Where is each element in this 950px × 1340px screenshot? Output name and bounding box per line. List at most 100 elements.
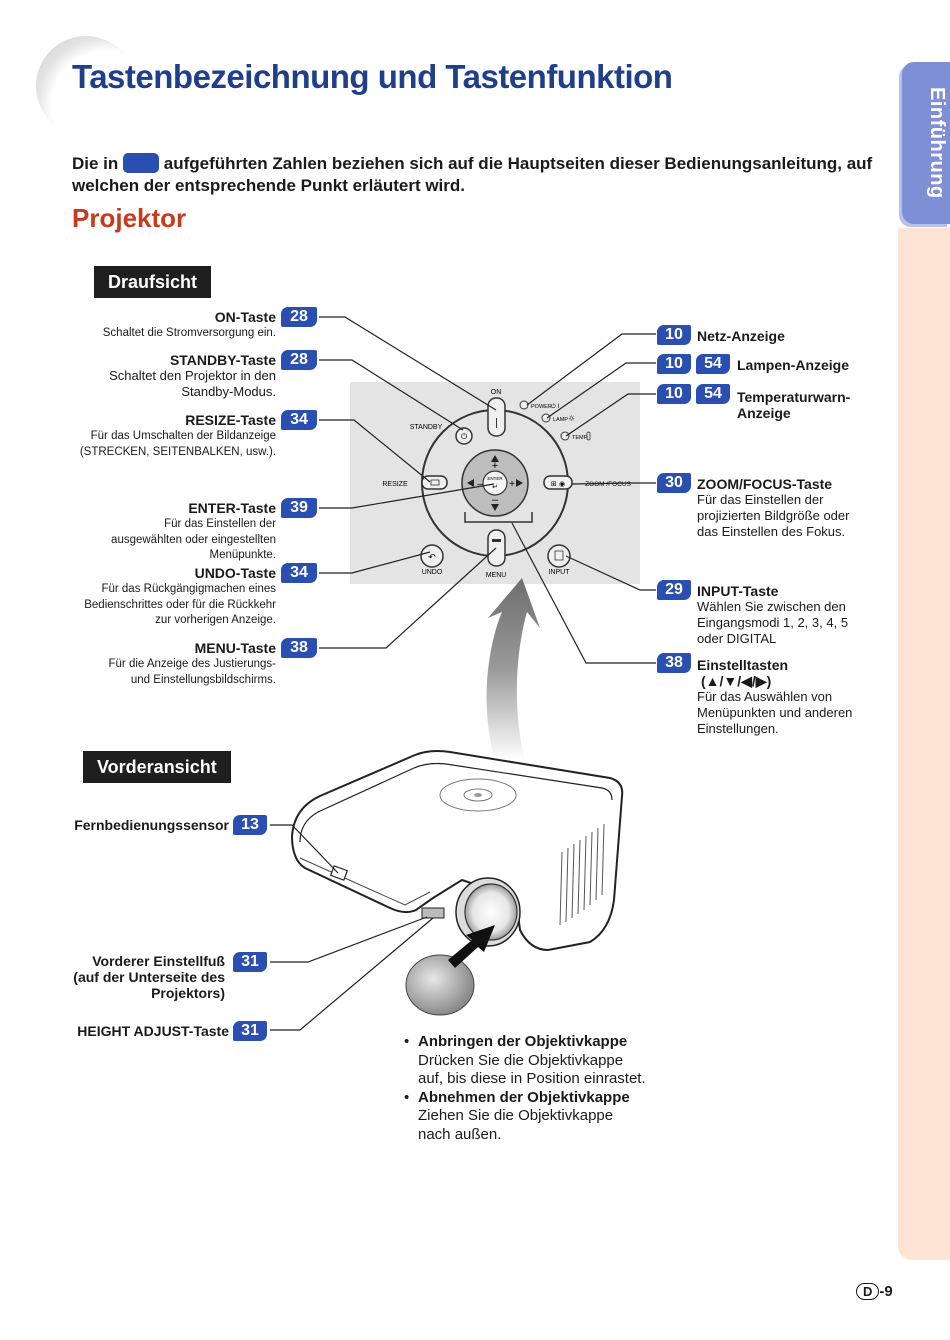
plus-top: +	[492, 460, 498, 472]
undo-icon: ↶	[428, 553, 436, 563]
zoom-focus-button	[543, 475, 573, 490]
undo-label: UNDO	[422, 569, 443, 576]
page-number-value: -9	[879, 1283, 893, 1300]
input-icon	[554, 550, 564, 561]
chapter-tab[interactable]	[902, 62, 950, 224]
standby-button	[455, 427, 473, 445]
temp-indicator-page-badge-2[interactable]: 54	[696, 384, 730, 404]
zoom-arrow-shape	[486, 578, 540, 760]
standby-key-page-badge[interactable]: 28	[281, 350, 317, 370]
lens-cap-instructions: • Anbringen der Objektivkappe Drücken Si…	[404, 1033, 704, 1144]
on-key-desc: Schaltet die Stromversorgung ein.	[102, 327, 276, 339]
menu-label: MENU	[486, 572, 507, 579]
side-strip	[898, 228, 950, 1260]
temp-label: TEMP.	[572, 435, 589, 441]
lamp-symbol: ☼	[568, 414, 575, 423]
adjust-bracket	[464, 512, 533, 523]
down-arrow-icon	[491, 504, 499, 511]
chapter-tab-label: Einführung	[926, 87, 948, 199]
lamp-label: LAMP	[553, 417, 568, 423]
menu-key-desc: Für die Anzeige des Justierungs- und Ein…	[108, 658, 276, 686]
zoom-focus-key-label: ZOOM/FOCUS-Taste	[697, 476, 833, 492]
adjust-keys-label: Einstelltasten (▲/▼/◀/▶)	[697, 657, 789, 689]
front-view-heading: Vorderansicht	[83, 751, 231, 783]
lamp-indicator-page-badge-1[interactable]: 10	[657, 354, 691, 374]
on-key-label: ON-Taste	[214, 309, 276, 325]
front-foot-page-badge[interactable]: 31	[233, 952, 267, 972]
resize-button	[421, 475, 448, 490]
input-label: INPUT	[549, 569, 571, 576]
resize-key-label: RESIZE-Taste	[185, 412, 276, 428]
input-key-page-badge[interactable]: 29	[657, 580, 691, 600]
resize-key-page-badge[interactable]: 34	[281, 410, 317, 430]
temp-indicator-icon	[560, 431, 570, 441]
standby-key-desc: Schaltet den Projektor in den Standby-Mo…	[109, 368, 276, 399]
standby-icon: ⏻	[461, 432, 468, 441]
on-button	[487, 397, 506, 437]
enter-button	[482, 470, 508, 496]
undo-key-page-badge[interactable]: 34	[281, 563, 317, 583]
page-title: Tastenbezeichnung und Tastenfunktion	[72, 58, 673, 95]
power-label: POWER	[531, 404, 552, 410]
lens-cap	[405, 954, 475, 1016]
enter-label: ENTER	[487, 476, 503, 481]
undo-key-desc: Für das Rückgängigmachen eines Bediensch…	[84, 583, 276, 626]
resize-key-desc: Für das Umschalten der Bildanzeige (STRE…	[79, 430, 276, 458]
page-number: D-9	[856, 1283, 893, 1300]
minus-bottom: –	[492, 494, 499, 506]
power-symbol: ⏻ I	[551, 403, 560, 410]
push-arrow-icon	[448, 925, 495, 968]
intro-part1: Die in	[72, 154, 119, 173]
on-label: ON	[491, 389, 502, 396]
page-reference-chip-icon	[123, 153, 160, 173]
title-swoosh-decoration	[36, 36, 136, 136]
leader-lines-left	[319, 316, 497, 649]
menu-button	[487, 529, 506, 567]
enter-key-label: ENTER-Taste	[188, 500, 276, 516]
menu-key-page-badge[interactable]: 38	[281, 638, 317, 658]
temp-indicator-page-badge-1[interactable]: 10	[657, 384, 691, 404]
top-view-heading: Draufsicht	[94, 266, 212, 298]
input-button	[547, 544, 571, 568]
standby-key-label: STANDBY-Taste	[169, 352, 276, 368]
lamp-indicator-page-badge-2[interactable]: 54	[696, 354, 730, 374]
temp-indicator-label: Temperaturwarn- Anzeige	[737, 389, 851, 421]
thermometer-icon	[586, 431, 591, 441]
plus-right: +	[509, 479, 515, 490]
zoom-focus-page-badge[interactable]: 30	[657, 473, 691, 493]
power-indicator-label: Netz-Anzeige	[697, 328, 785, 344]
enter-key-desc: Für das Einstellen der ausgewählten oder…	[111, 518, 276, 561]
adjust-keys-page-badge[interactable]: 38	[657, 653, 691, 673]
input-key-desc: Wählen Sie zwischen den Eingangsmodi 1, …	[697, 599, 849, 646]
undo-key-label: UNDO-Taste	[194, 565, 276, 581]
remote-sensor-page-badge[interactable]: 13	[233, 815, 267, 835]
undo-button	[420, 544, 444, 568]
lamp-indicator-label: Lampen-Anzeige	[737, 357, 850, 373]
section-heading: Projektor	[72, 203, 187, 233]
intro-part2: aufgeführten Zahlen beziehen sich auf di…	[72, 154, 873, 195]
power-indicator-page-badge[interactable]: 10	[657, 325, 691, 345]
bullet-attach-cap: • Anbringen der Objektivkappe Drücken Si…	[404, 1033, 646, 1087]
lamp-indicator-icon	[541, 413, 551, 423]
page-number-letter: D	[856, 1283, 880, 1300]
enter-key-page-badge[interactable]: 39	[281, 498, 317, 518]
left-arrow-icon	[467, 479, 474, 487]
leader-lines-right	[511, 333, 656, 664]
remote-sensor-label: Fernbedienungssensor	[74, 817, 229, 833]
on-key-page-badge[interactable]: 28	[281, 307, 317, 327]
right-arrow-icon	[516, 479, 523, 487]
minus-left: –	[477, 479, 483, 490]
enter-symbol: ↵	[492, 483, 498, 491]
menu-key-label: MENU-Taste	[194, 640, 276, 656]
height-adjust-label: HEIGHT ADJUST-Taste	[77, 1023, 229, 1039]
power-indicator-icon	[519, 400, 529, 410]
menu-icon	[492, 539, 501, 542]
front-leader-lines	[270, 824, 434, 1031]
zoom-focus-key-desc: Für das Einstellen der projizierten Bild…	[697, 492, 850, 539]
resize-label: RESIZE	[382, 481, 408, 488]
height-adjust-page-badge[interactable]: 31	[233, 1021, 267, 1041]
projector-body	[290, 750, 624, 952]
up-arrow-icon	[491, 455, 499, 462]
intro-text: Die in aufgeführten Zahlen beziehen sich…	[72, 153, 892, 197]
